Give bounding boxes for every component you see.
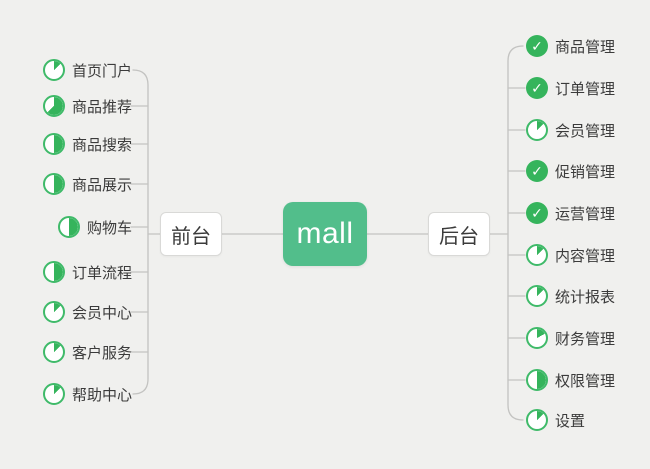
topic-label: 商品搜索 — [71, 136, 132, 154]
progress-icon — [42, 133, 65, 155]
topic-label: 首页门户 — [71, 62, 132, 80]
topic-product-display[interactable]: 商品展示 — [42, 172, 132, 196]
progress-icon — [42, 59, 65, 81]
topic-product-management[interactable]: ✓ 商品管理 — [526, 34, 615, 58]
topic-label: 统计报表 — [555, 288, 616, 306]
topic-label: 商品管理 — [555, 38, 616, 56]
topic-order-flow[interactable]: 订单流程 — [42, 260, 132, 284]
topic-label: 权限管理 — [555, 372, 616, 390]
progress-icon — [42, 301, 65, 323]
topic-order-management[interactable]: ✓ 订单管理 — [526, 76, 615, 100]
topic-member-management[interactable]: 会员管理 — [526, 118, 615, 142]
topic-label: 运营管理 — [555, 205, 616, 223]
topic-label: 会员中心 — [71, 304, 132, 322]
progress-icon — [57, 216, 80, 238]
topic-content-management[interactable]: 内容管理 — [526, 243, 615, 267]
topic-label: 商品推荐 — [71, 98, 132, 116]
progress-icon — [526, 244, 548, 266]
branch-topic-frontend[interactable]: 前台 — [160, 212, 222, 256]
check-icon: ✓ — [526, 160, 548, 182]
topic-promotion-management[interactable]: ✓ 促销管理 — [526, 159, 615, 183]
topic-label: 财务管理 — [555, 330, 616, 348]
topic-statistics-report[interactable]: 统计报表 — [526, 284, 615, 308]
topic-product-search[interactable]: 商品搜索 — [42, 132, 132, 156]
topic-label: 内容管理 — [555, 247, 616, 265]
topic-label: 客户服务 — [71, 344, 132, 362]
branch-topic-backend[interactable]: 后台 — [428, 212, 490, 256]
check-icon: ✓ — [526, 77, 548, 99]
check-icon: ✓ — [526, 202, 548, 224]
topic-shopping-cart[interactable]: 购物车 — [57, 215, 132, 239]
check-icon: ✓ — [526, 35, 548, 57]
progress-icon — [526, 119, 548, 141]
topic-label: 订单流程 — [71, 264, 132, 282]
progress-icon — [526, 327, 548, 349]
topic-finance-management[interactable]: 财务管理 — [526, 326, 615, 350]
topic-permission-management[interactable]: 权限管理 — [526, 368, 615, 392]
topic-settings[interactable]: 设置 — [526, 408, 585, 432]
progress-icon — [42, 261, 65, 283]
topic-label: 会员管理 — [555, 122, 616, 140]
progress-icon — [42, 95, 65, 117]
topic-operation-management[interactable]: ✓ 运营管理 — [526, 201, 615, 225]
topic-customer-service[interactable]: 客户服务 — [42, 340, 132, 364]
topic-home-portal[interactable]: 首页门户 — [42, 58, 132, 82]
progress-icon — [526, 285, 548, 307]
topic-label: 订单管理 — [555, 80, 616, 98]
progress-icon — [526, 369, 548, 391]
progress-icon — [42, 173, 65, 195]
topic-product-recommend[interactable]: 商品推荐 — [42, 94, 132, 118]
topic-label: 促销管理 — [555, 163, 616, 181]
topic-label: 帮助中心 — [71, 386, 132, 404]
progress-icon — [42, 341, 65, 363]
progress-icon — [42, 383, 65, 405]
topic-label: 购物车 — [86, 219, 132, 237]
root-topic-mall[interactable]: mall — [283, 202, 367, 266]
progress-icon — [526, 409, 548, 431]
topic-member-center[interactable]: 会员中心 — [42, 300, 132, 324]
topic-label: 商品展示 — [71, 176, 132, 194]
topic-label: 设置 — [555, 412, 586, 430]
topic-help-center[interactable]: 帮助中心 — [42, 382, 132, 406]
